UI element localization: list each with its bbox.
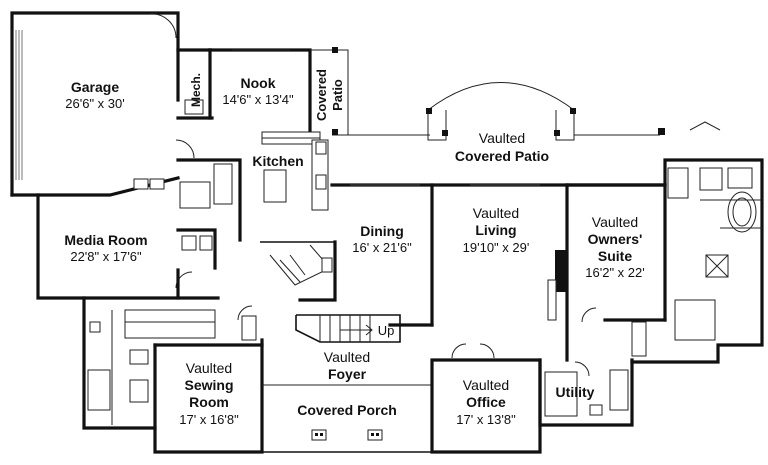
owners-suite-area — [565, 158, 764, 364]
utility-label: Utility — [556, 384, 595, 400]
sewing-room-line3: Room — [189, 394, 229, 410]
owners-suite-line2: Owners' — [588, 231, 643, 247]
covered-patio-large-area — [348, 82, 721, 141]
dining-dims: 16' x 21'6" — [352, 240, 412, 255]
media-room-area — [36, 193, 220, 300]
living-line1: Vaulted — [473, 205, 519, 221]
kitchen-label: Kitchen — [252, 153, 303, 169]
stair-up-label: Up — [378, 323, 395, 338]
owners-suite-line3: Suite — [598, 248, 632, 264]
sewing-room-line1: Vaulted — [186, 360, 232, 376]
utility-area — [538, 358, 634, 427]
media-room-dims: 22'8" x 17'6" — [70, 249, 142, 264]
covered-patio-large-line2: Covered Patio — [455, 148, 549, 164]
dining-label: Dining — [360, 223, 404, 239]
foyer-line2: Foyer — [328, 366, 367, 382]
sewing-room-line2: Sewing — [184, 377, 233, 393]
media-room-label: Media Room — [64, 232, 147, 248]
room-labels: Garage 26'6" x 30' Mech. Nook 14'6" x 13… — [64, 69, 644, 427]
owners-suite-dims: 16'2" x 22' — [585, 265, 644, 280]
living-line2: Living — [475, 222, 516, 238]
mech-label: Mech. — [189, 73, 203, 107]
sewing-room-dims: 17' x 16'8" — [179, 412, 239, 427]
nook-label: Nook — [241, 75, 276, 91]
garage-label: Garage — [71, 79, 119, 95]
covered-patio-small-area — [310, 47, 349, 136]
office-line2: Office — [466, 394, 506, 410]
owners-suite-line1: Vaulted — [592, 214, 638, 230]
living-dims: 19'10" x 29' — [463, 240, 530, 255]
covered-patio-large-line1: Vaulted — [479, 130, 525, 146]
covered-porch-area — [262, 384, 432, 453]
covered-patio-small-line2: Patio — [330, 79, 345, 111]
nook-dims: 14'6" x 13'4" — [222, 92, 294, 107]
sewing-room-area — [82, 296, 264, 454]
garage-area — [10, 11, 180, 197]
office-line1: Vaulted — [463, 377, 509, 393]
office-area — [430, 358, 542, 454]
garage-dims: 26'6" x 30' — [65, 96, 124, 111]
covered-patio-small-line1: Covered — [314, 69, 329, 121]
covered-porch-label: Covered Porch — [297, 402, 397, 418]
office-dims: 17' x 13'8" — [456, 412, 516, 427]
foyer-line1: Vaulted — [324, 349, 370, 365]
